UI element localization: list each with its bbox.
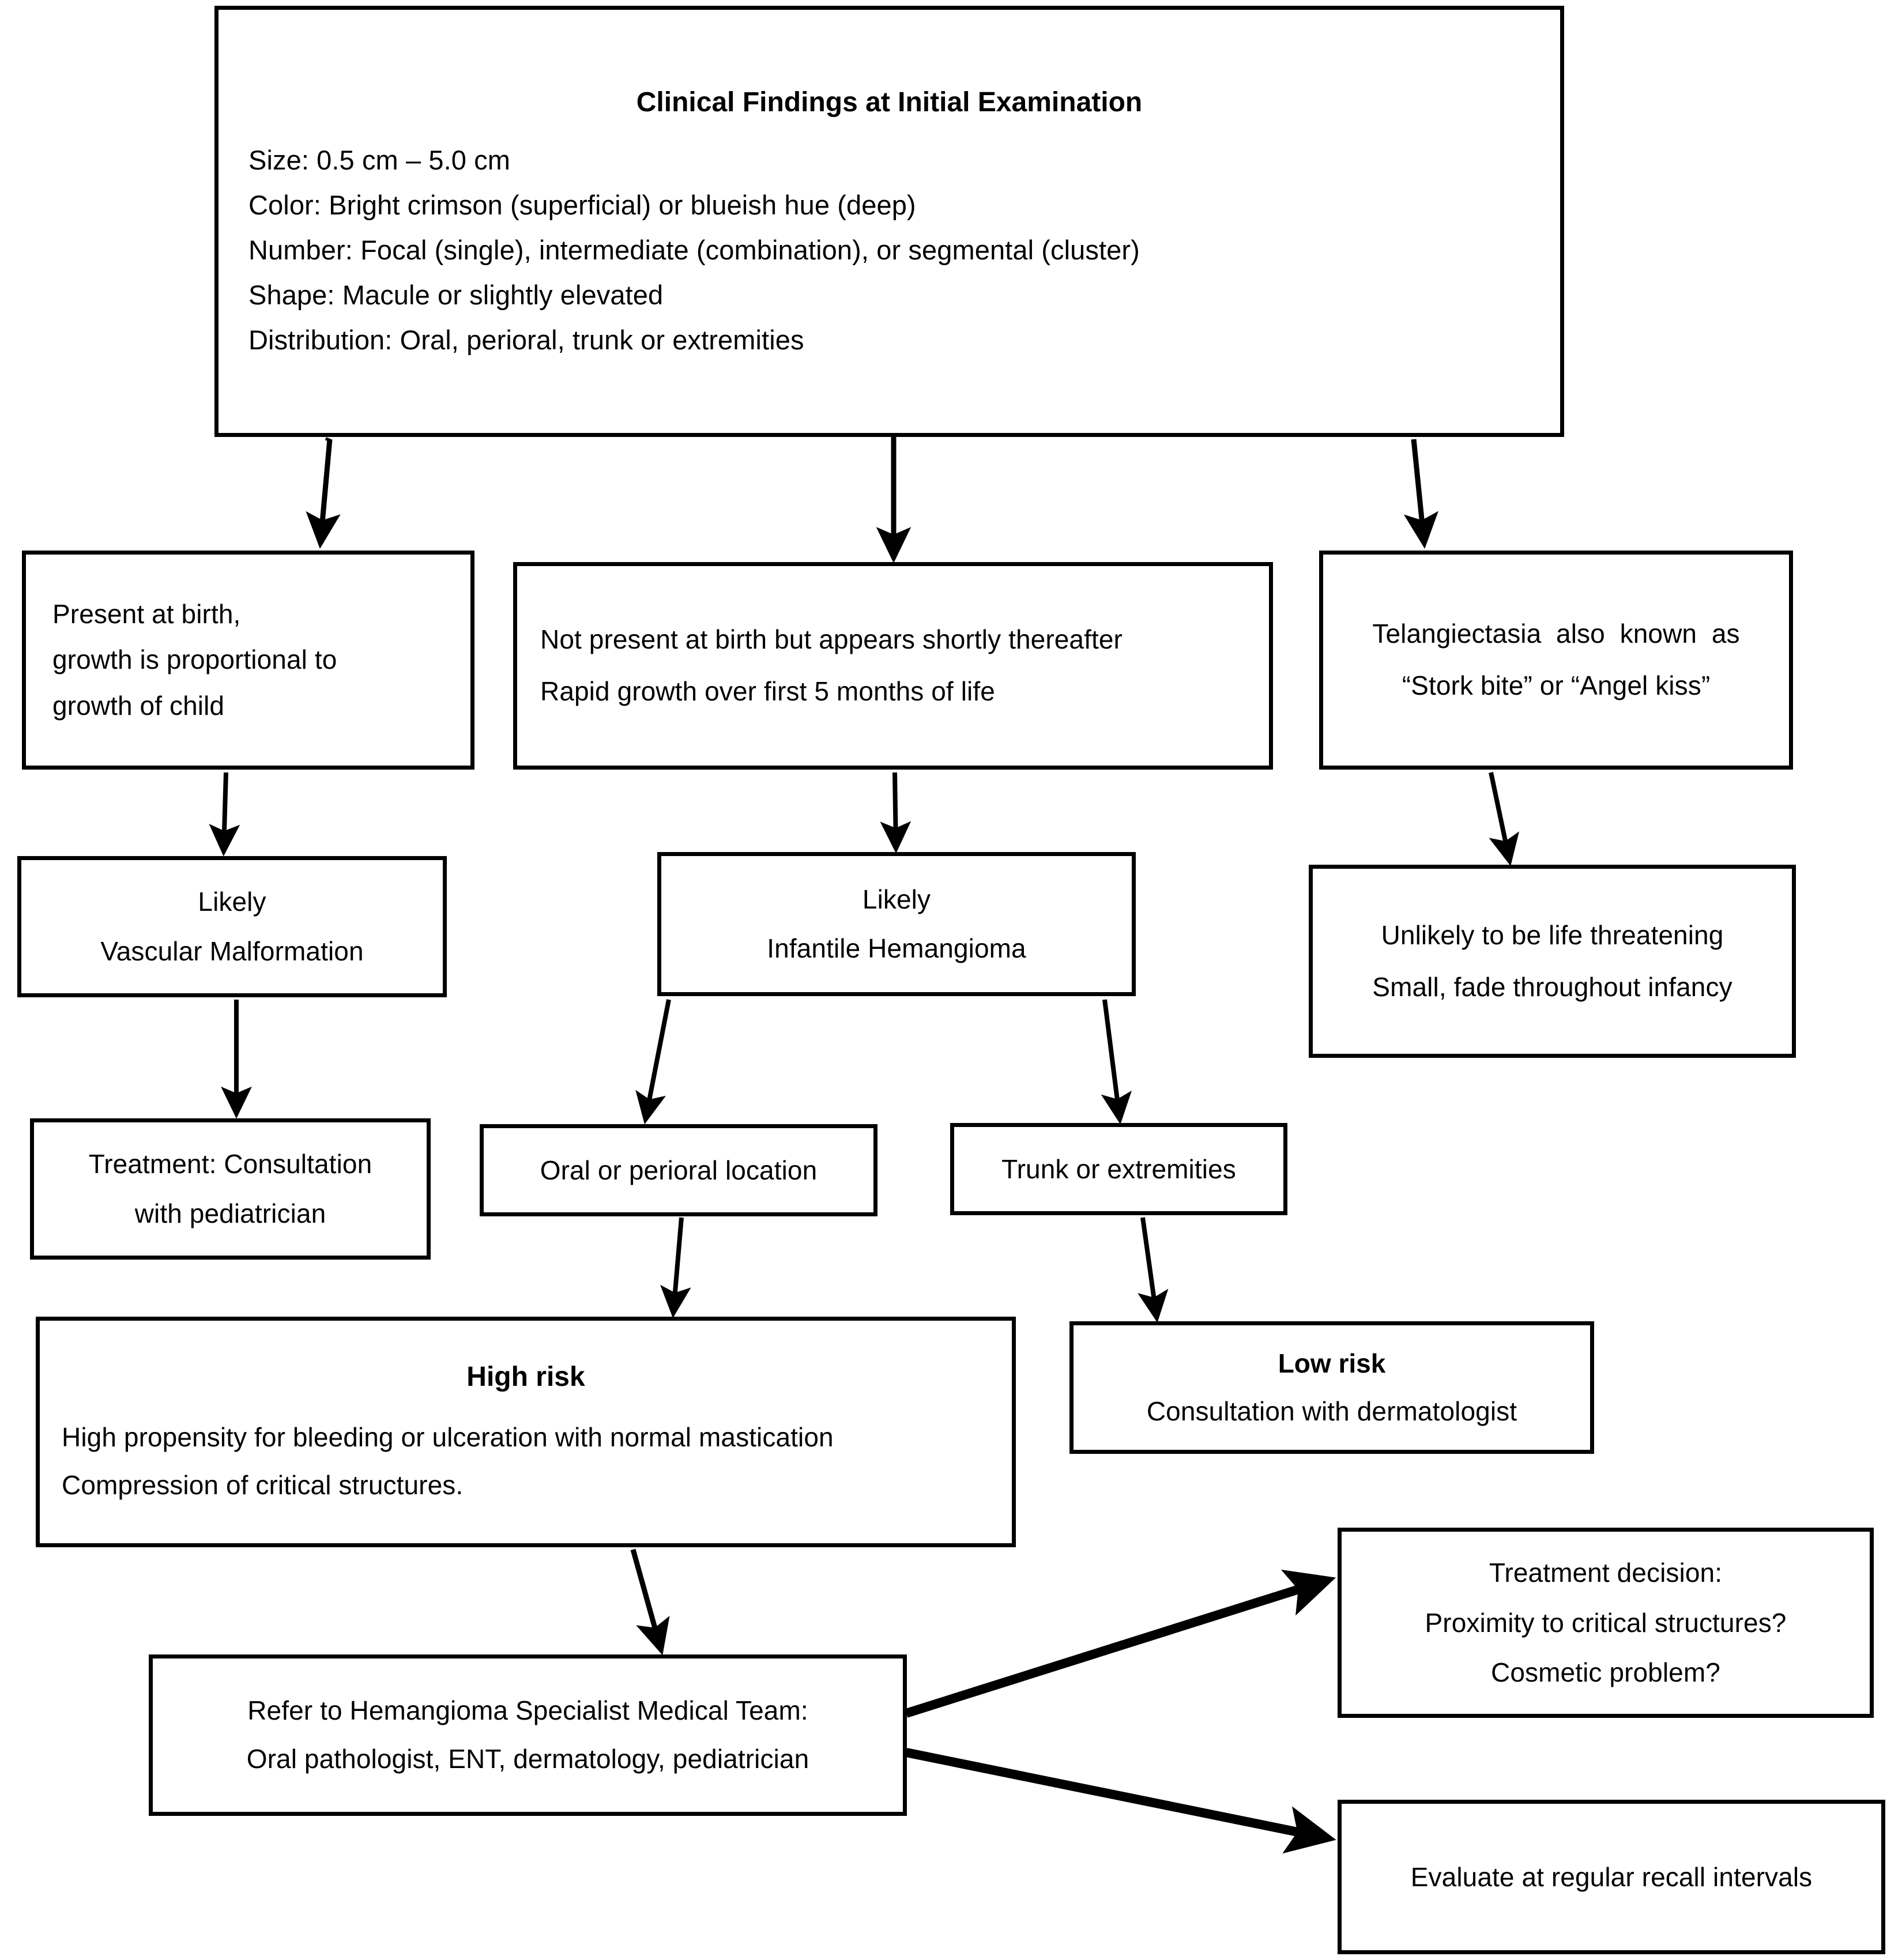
connector-present-at-birth-to-vascular-malformation xyxy=(209,772,240,857)
clinical-findings-title: Clinical Findings at Initial Examination xyxy=(636,87,1143,118)
clinical-findings-color: Color: Bright crimson (superficial) or b… xyxy=(248,189,916,220)
treatment-decision-line-1: Treatment decision: xyxy=(1489,1558,1723,1588)
unlikely-life-threatening-line-1: Unlikely to be life threatening xyxy=(1381,919,1724,950)
clinical-findings-distribution: Distribution: Oral, perioral, trunk or e… xyxy=(248,324,804,355)
node-treatment-pediatrician[interactable]: Treatment: Consultation with pediatricia… xyxy=(30,1118,431,1260)
high-risk-line-2: Compression of critical structures. xyxy=(62,1469,464,1500)
node-clinical-findings[interactable]: Clinical Findings at Initial Examination… xyxy=(214,6,1564,437)
treatment-decision-line-2: Proximity to critical structures? xyxy=(1425,1607,1787,1638)
high-risk-title: High risk xyxy=(466,1362,585,1393)
node-infantile-hemangioma[interactable]: Likely Infantile Hemangioma xyxy=(657,852,1136,996)
connector-infantile-hemangioma-to-trunk-extremities xyxy=(1101,999,1132,1125)
node-telangiectasia[interactable]: Telangiectasia also known as “Stork bite… xyxy=(1319,551,1793,770)
node-high-risk[interactable]: High risk High propensity for bleeding o… xyxy=(36,1317,1016,1547)
connector-clinical-findings-to-present-at-birth xyxy=(325,437,332,442)
clinical-findings-shape: Shape: Macule or slightly elevated xyxy=(248,279,664,310)
low-risk-title: Low risk xyxy=(1278,1348,1386,1379)
node-evaluate-recall[interactable]: Evaluate at regular recall intervals xyxy=(1338,1800,1885,1954)
present-at-birth-line-3: growth of child xyxy=(52,690,225,721)
connector-not-present-at-birth-to-infantile-hemangioma xyxy=(880,772,912,854)
refer-specialist-line-2: Oral pathologist, ENT, dermatology, pedi… xyxy=(246,1744,809,1774)
node-unlikely-life-threatening[interactable]: Unlikely to be life threatening Small, f… xyxy=(1309,865,1796,1058)
infantile-hemangioma-line-1: Likely xyxy=(862,884,931,914)
trunk-extremities-label: Trunk or extremities xyxy=(1001,1154,1236,1184)
telangiectasia-line-2: “Stork bite” or “Angel kiss” xyxy=(1402,670,1711,700)
high-risk-line-1: High propensity for bleeding or ulcerati… xyxy=(62,1422,834,1453)
clinical-findings-number: Number: Focal (single), intermediate (co… xyxy=(248,234,1140,265)
connector-trunk-extremities-to-low-risk xyxy=(1138,1217,1169,1323)
infantile-hemangioma-line-2: Infantile Hemangioma xyxy=(767,933,1026,963)
low-risk-line-1: Consultation with dermatologist xyxy=(1146,1396,1517,1426)
node-oral-perioral-location[interactable]: Oral or perioral location xyxy=(480,1124,877,1216)
connector-clinical-findings-to-present-at-birth-line xyxy=(306,439,341,549)
vascular-malformation-line-2: Vascular Malformation xyxy=(100,936,364,966)
present-at-birth-line-1: Present at birth, xyxy=(52,599,241,630)
evaluate-recall-label: Evaluate at regular recall intervals xyxy=(1410,1861,1813,1892)
unlikely-life-threatening-line-2: Small, fade throughout infancy xyxy=(1372,971,1732,1002)
oral-perioral-label: Oral or perioral location xyxy=(540,1155,818,1185)
connector-clinical-findings-to-telangiectasia xyxy=(1403,439,1438,549)
connector-oral-perioral-to-high-risk xyxy=(660,1217,691,1318)
treatment-pediatrician-line-2: with pediatrician xyxy=(134,1198,326,1228)
connector-refer-specialist-to-treatment-decision xyxy=(905,1569,1336,1718)
node-trunk-or-extremities[interactable]: Trunk or extremities xyxy=(950,1123,1287,1215)
present-at-birth-line-2: growth is proportional to xyxy=(52,644,337,675)
connector-refer-specialist-to-evaluate-recall xyxy=(905,1748,1336,1854)
node-not-present-at-birth[interactable]: Not present at birth but appears shortly… xyxy=(513,562,1273,770)
node-low-risk[interactable]: Low risk Consultation with dermatologist xyxy=(1069,1321,1594,1454)
clinical-findings-size: Size: 0.5 cm – 5.0 cm xyxy=(248,144,510,175)
node-present-at-birth[interactable]: Present at birth, growth is proportional… xyxy=(22,551,474,770)
connector-infantile-hemangioma-to-oral-perioral xyxy=(635,999,671,1125)
node-treatment-decision[interactable]: Treatment decision: Proximity to critica… xyxy=(1338,1528,1874,1718)
refer-specialist-line-1: Refer to Hemangioma Specialist Medical T… xyxy=(247,1695,808,1726)
connector-high-risk-to-refer-specialist xyxy=(630,1548,670,1656)
not-present-at-birth-line-1: Not present at birth but appears shortly… xyxy=(540,624,1123,655)
node-refer-specialist[interactable]: Refer to Hemangioma Specialist Medical T… xyxy=(149,1654,907,1816)
telangiectasia-line-1: Telangiectasia also known as xyxy=(1372,619,1740,649)
treatment-pediatrician-line-1: Treatment: Consultation xyxy=(88,1149,372,1179)
not-present-at-birth-line-2: Rapid growth over first 5 months of life xyxy=(540,676,995,706)
treatment-decision-line-3: Cosmetic problem? xyxy=(1491,1657,1720,1688)
vascular-malformation-line-1: Likely xyxy=(198,887,266,917)
node-vascular-malformation[interactable]: Likely Vascular Malformation xyxy=(17,856,447,997)
connector-telangiectasia-to-unlikely-life-threatening xyxy=(1489,772,1520,866)
